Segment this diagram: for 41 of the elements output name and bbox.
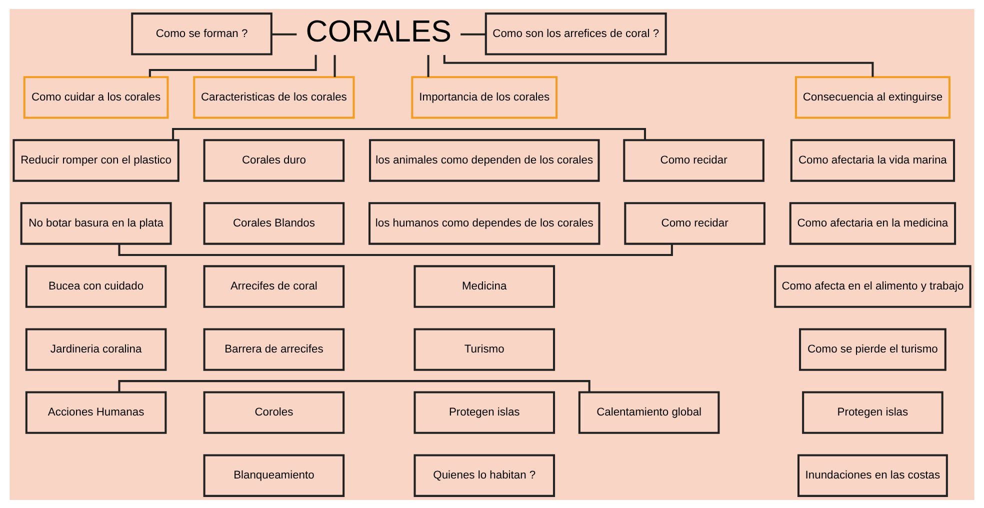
connector — [172, 127, 646, 140]
node-text: CORALES — [306, 14, 452, 48]
node-box: Como afectaria en la medicina — [789, 202, 956, 244]
node-box: Barrera de arrecifes — [203, 328, 345, 370]
node-box: Corales duro — [203, 138, 345, 182]
node-box: No botar basura en la plata — [20, 202, 172, 244]
node-box: Como se forman ? — [131, 12, 272, 55]
node-box: Bucea con cuidado — [25, 264, 167, 308]
node-box: Caracteristicas de los corales — [193, 76, 355, 118]
connector — [148, 54, 317, 76]
node-box: Protegen islas — [414, 390, 556, 434]
connector — [334, 54, 336, 77]
connector — [118, 244, 673, 256]
node-box: Coroles — [203, 390, 345, 434]
connector — [272, 32, 297, 35]
node-box: Quienes lo habitan ? — [414, 454, 556, 496]
node-box: Importancia de los corales — [411, 76, 558, 118]
node-box: Como cuidar a los corales — [23, 76, 169, 118]
node-box: Inundaciones en las costas — [797, 454, 948, 496]
node-box: Turismo — [414, 328, 556, 370]
node-box: Arrecifes de coral — [203, 264, 345, 308]
node-box: Como se pierde el turismo — [799, 328, 946, 370]
node-box: Como afectaria la vida marina — [790, 138, 956, 182]
node-box: Como recidar — [623, 138, 764, 182]
node-box: Jardineria coralina — [25, 328, 167, 370]
node-box: Acciones Humanas — [25, 390, 167, 434]
node-box: Calentamiento global — [578, 390, 720, 434]
node-box: Corales Blandos — [203, 202, 345, 244]
node-box: Reducir romper con el plastico — [12, 138, 180, 182]
node-box: Como recidar — [624, 202, 766, 244]
node-box: Protegen islas — [802, 390, 944, 434]
connector — [118, 380, 590, 392]
node-box: los humanos como dependes de los corales — [368, 202, 600, 244]
node-box: Blanqueamiento — [203, 454, 345, 496]
node-box: Como son los arrefices de coral ? — [484, 12, 667, 55]
node-box: Medicina — [414, 264, 556, 308]
connector — [460, 32, 486, 35]
node-box: los animales como dependen de los corales — [369, 138, 600, 182]
node-box: Consecuencia al extinguirse — [794, 76, 950, 118]
connector — [427, 54, 430, 77]
node-box: Como afecta en el alimento y trabajo — [774, 264, 972, 308]
